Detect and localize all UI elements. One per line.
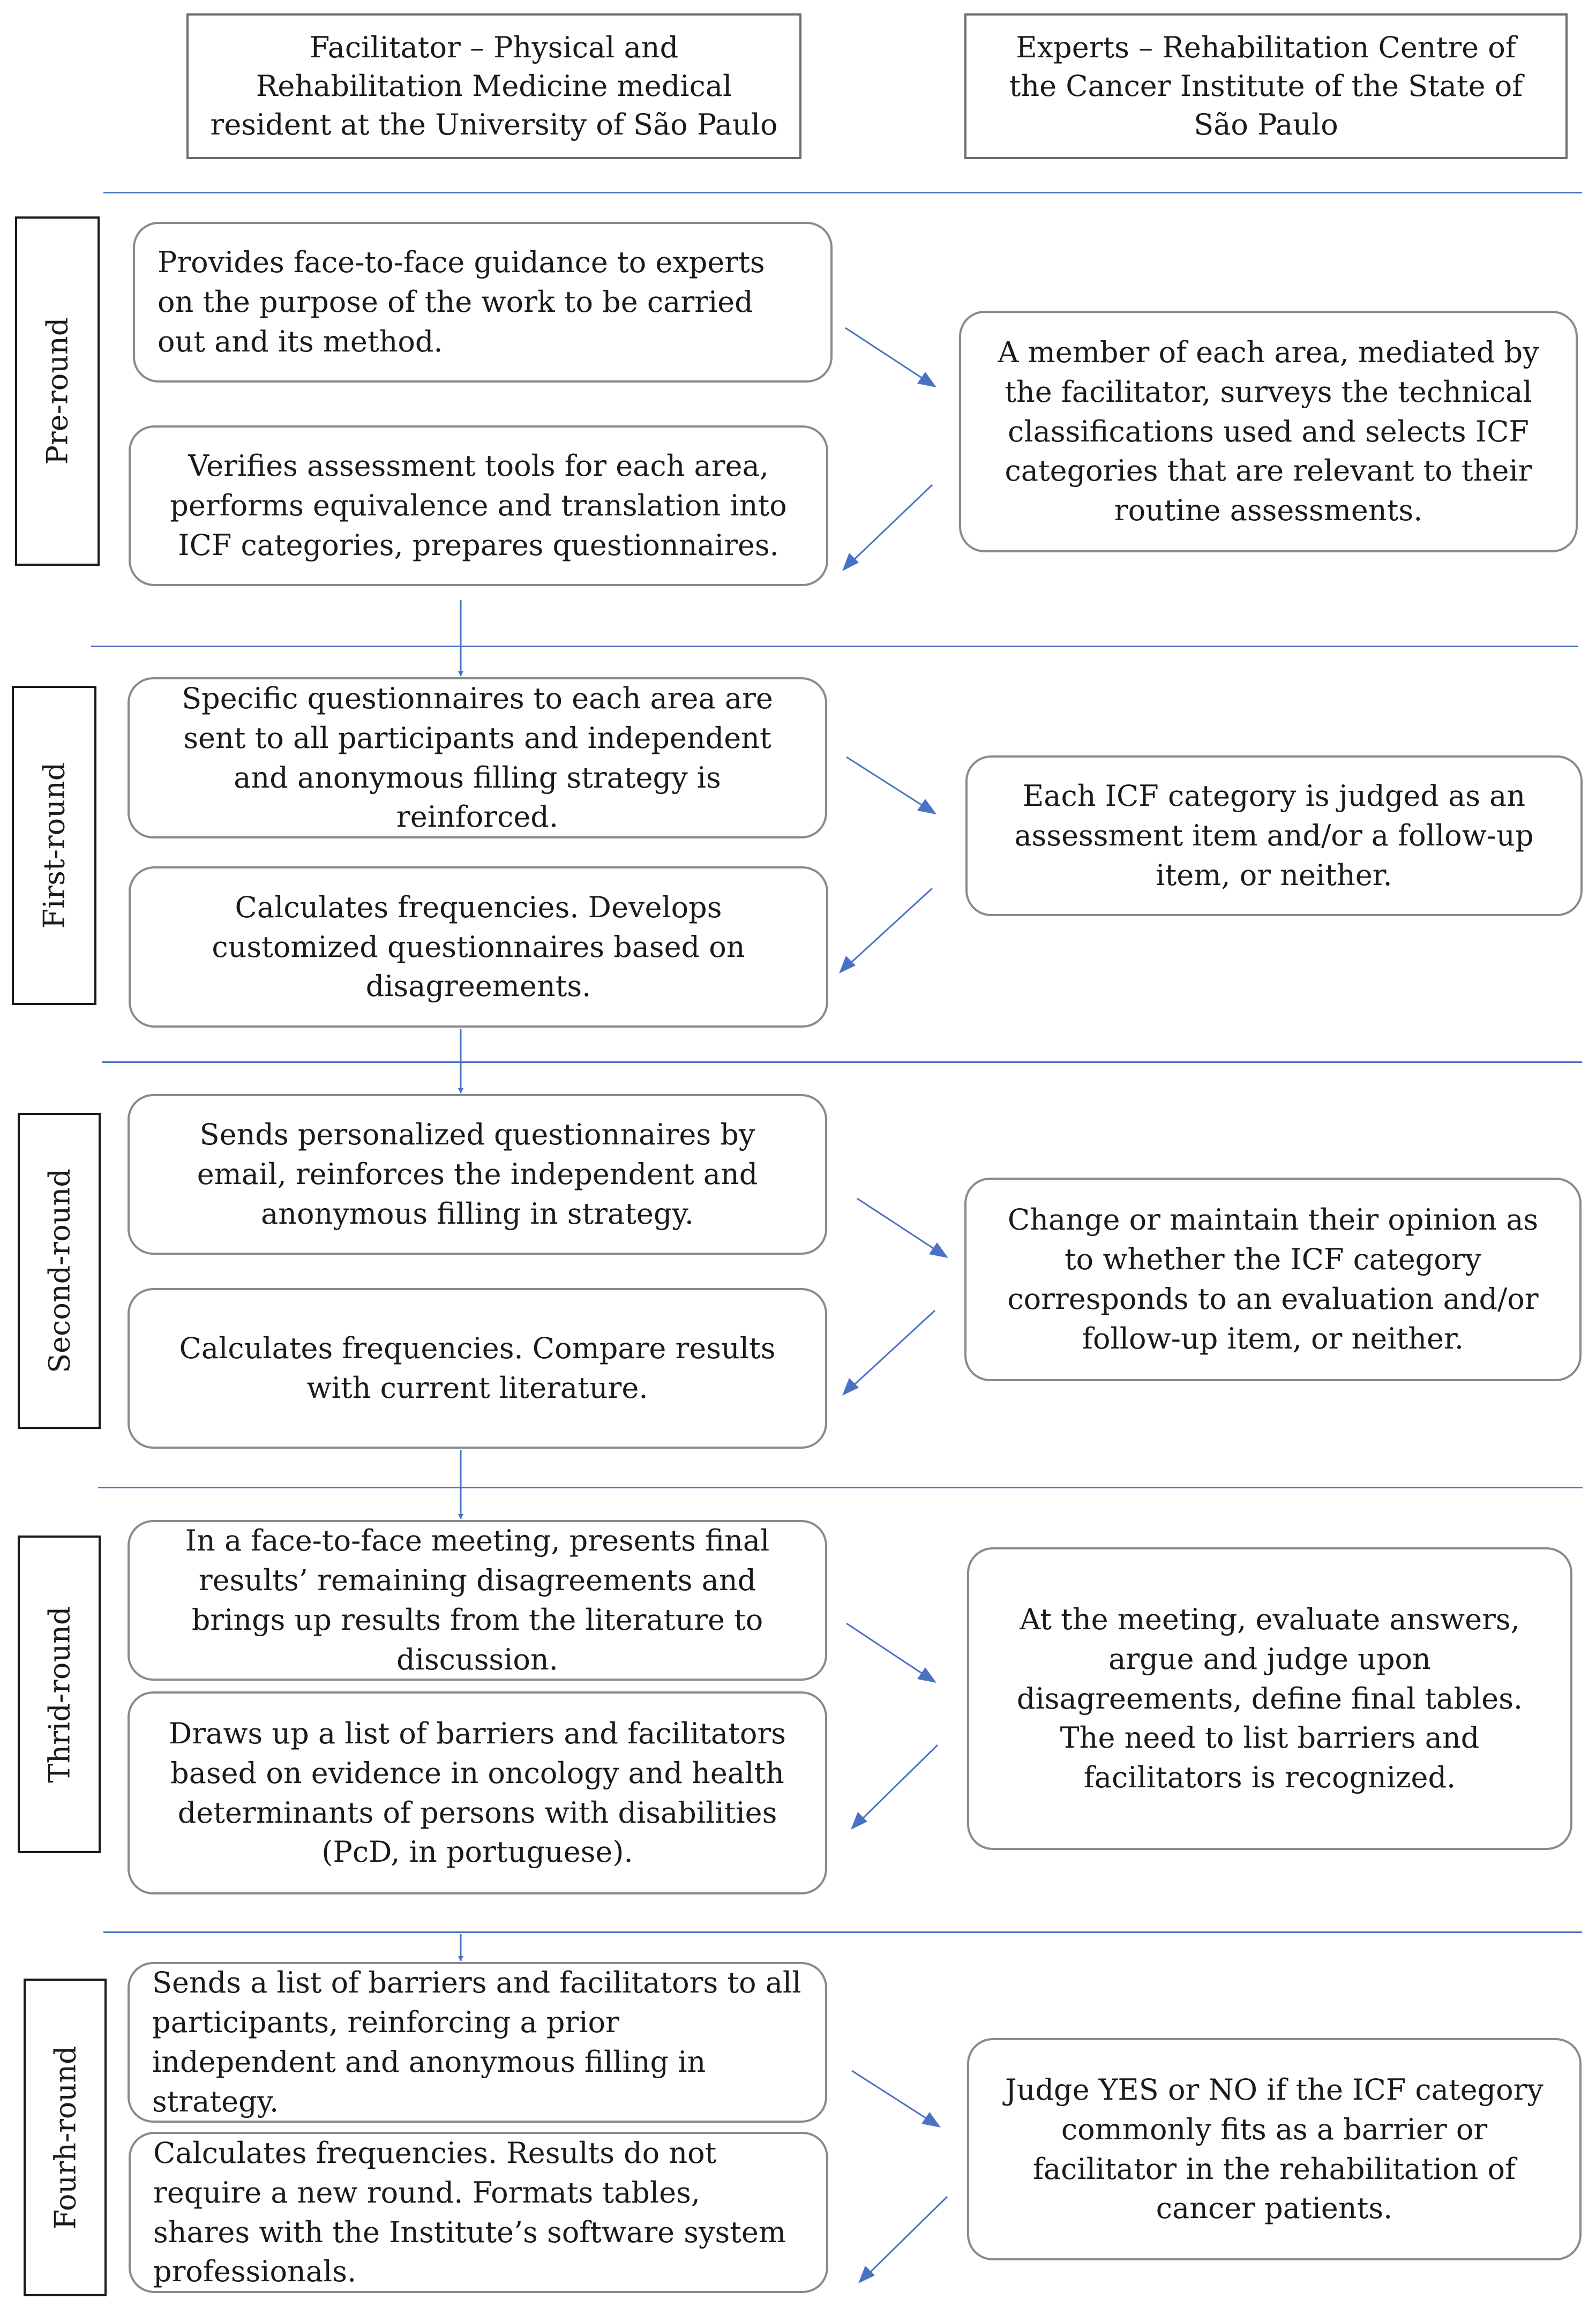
experts-step-box: Each ICF category is judged as an assess… xyxy=(965,755,1583,916)
facilitator-step-box: Provides face-to-face guidance to expert… xyxy=(133,222,833,383)
arrow-to-facilitator xyxy=(842,887,933,971)
separator-line xyxy=(91,646,1578,647)
arrowhead xyxy=(917,799,936,814)
arrow-to-facilitator xyxy=(861,2196,948,2281)
arrow-to-facilitator xyxy=(854,1744,939,1827)
round-label-pre-round: Pre-round xyxy=(15,216,100,566)
arrow-to-experts xyxy=(846,756,933,813)
facilitator-step-box: Calculates frequencies. Develops customi… xyxy=(129,866,828,1028)
separator-line xyxy=(103,1931,1582,1933)
round-label-third-round: Thrid-round xyxy=(18,1535,101,1853)
experts-header: Experts – Rehabilitation Centre of the C… xyxy=(964,13,1568,159)
facilitator-step-box: Sends a list of barriers and facilitator… xyxy=(128,1962,827,2123)
arrowhead xyxy=(858,2266,875,2283)
arrow-to-experts xyxy=(851,2070,937,2126)
experts-step-box: At the meeting, evaluate answers, argue … xyxy=(967,1547,1572,1850)
arrowhead xyxy=(842,553,859,571)
experts-step-box: Change or maintain their opinion as to w… xyxy=(964,1178,1582,1381)
separator-line xyxy=(102,1061,1582,1063)
arrow-to-facilitator xyxy=(845,484,933,568)
arrowhead xyxy=(921,2112,941,2128)
arrowhead xyxy=(842,1378,859,1396)
facilitator-step-box: Calculates frequencies. Compare results … xyxy=(128,1288,827,1449)
arrow-to-facilitator xyxy=(845,1309,936,1393)
facilitator-step-box: Draws up a list of barriers and facilita… xyxy=(128,1691,827,1894)
arrowhead xyxy=(929,1242,948,1258)
facilitator-header: Facilitator – Physical and Rehabilitatio… xyxy=(186,13,801,159)
arrowhead xyxy=(917,1667,936,1683)
experts-step-box: Judge YES or NO if the ICF category comm… xyxy=(967,2038,1582,2260)
facilitator-step-box: Sends personalized questionnaires by ema… xyxy=(128,1094,827,1255)
facilitator-step-box: Verifies assessment tools for each area,… xyxy=(129,425,828,586)
separator-line xyxy=(103,192,1582,193)
facilitator-step-box: In a face-to-face meeting, presents fina… xyxy=(128,1520,827,1681)
facilitator-step-box: Calculates frequencies. Results do not r… xyxy=(129,2132,828,2293)
arrow-to-experts xyxy=(845,327,933,386)
round-label-second-round: Second-round xyxy=(18,1113,101,1429)
facilitator-step-box: Specific questionnaires to each area are… xyxy=(128,677,827,838)
round-label-fourth-round: Fourh-round xyxy=(24,1979,107,2296)
arrowhead xyxy=(851,1812,867,1830)
separator-line xyxy=(98,1487,1583,1488)
arrow-to-experts xyxy=(846,1622,933,1681)
arrowhead xyxy=(917,372,936,387)
experts-step-box: A member of each area, mediated by the f… xyxy=(959,311,1578,552)
arrow-to-experts xyxy=(857,1197,945,1256)
round-label-first-round: First-round xyxy=(12,686,96,1005)
arrowhead xyxy=(839,956,856,973)
